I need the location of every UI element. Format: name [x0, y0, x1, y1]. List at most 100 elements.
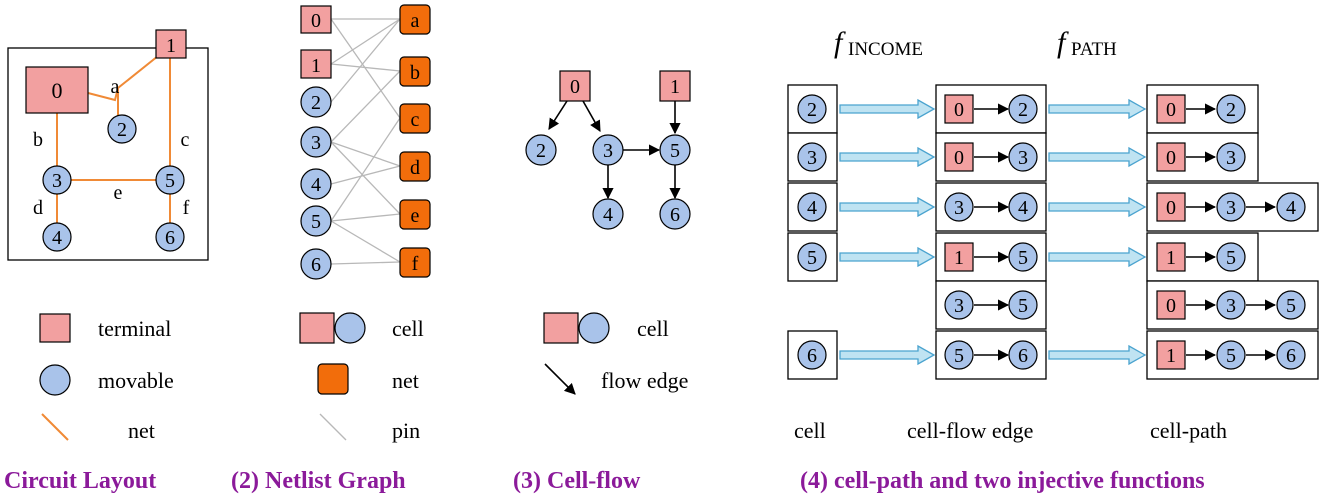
node-label: 1: [166, 35, 176, 57]
movable-node: [797, 242, 827, 272]
node-label: 2: [536, 140, 546, 162]
terminal-node: [1156, 192, 1186, 222]
terminal-node: [1156, 340, 1186, 370]
flow-node-1: [659, 70, 691, 102]
movable-node: [797, 192, 827, 222]
net-node-c: [399, 103, 431, 134]
cell-label: 3: [311, 132, 321, 154]
net-node-f: [399, 247, 431, 278]
net-label-c: c: [181, 129, 190, 151]
legend-pin-label: pin: [392, 418, 420, 443]
movable-node: [797, 142, 827, 172]
movable-node: [797, 94, 827, 124]
node-label: 0: [1166, 147, 1176, 169]
pin-edges: [330, 18, 401, 265]
terminal-node: [1156, 290, 1186, 320]
legend-cell-terminal-icon: [543, 312, 579, 344]
net-label-b: b: [33, 129, 43, 151]
node-label: 3: [807, 147, 817, 169]
cell-node-5: [300, 205, 332, 237]
node-label: 4: [1018, 197, 1028, 219]
mapping-arrow: [839, 146, 936, 168]
node-label: 5: [1286, 295, 1296, 317]
legend-pin-icon: [319, 413, 347, 441]
cell-node-2: [300, 86, 332, 118]
legend-flow-edge-icon: [544, 363, 576, 395]
node-label: 3: [52, 170, 62, 192]
mapping-arrow: [839, 246, 936, 268]
mapping-arrow: [839, 196, 936, 218]
movable-node: [1008, 290, 1038, 320]
node-label: 3: [1226, 295, 1236, 317]
movable-node: [944, 290, 974, 320]
movable-node: [1008, 142, 1038, 172]
flow-node-2: [525, 134, 557, 166]
terminal-node-1: [155, 29, 187, 59]
label-cell-flow-edge: cell-flow edge: [907, 418, 1033, 443]
node-label: 3: [603, 140, 613, 162]
caption-circuit-layout: Circuit Layout: [4, 468, 156, 494]
legend-movable-icon: [39, 364, 71, 396]
node-label: 5: [807, 247, 817, 269]
node-label: 3: [1226, 147, 1236, 169]
movable-node: [1216, 94, 1246, 124]
net-a-wire: [87, 43, 174, 102]
movable-node-3: [42, 165, 72, 195]
func-income-subscript: INCOME: [848, 39, 923, 60]
node-label: 3: [1018, 147, 1028, 169]
node-label: 6: [1018, 345, 1028, 367]
flow-node-3: [592, 134, 624, 166]
node-label: 5: [1226, 345, 1236, 367]
node-label: 4: [603, 204, 613, 226]
label-cell-path: cell-path: [1150, 418, 1227, 443]
node-label: 0: [1166, 295, 1176, 317]
node-label: 2: [1226, 99, 1236, 121]
node-label: 6: [670, 204, 680, 226]
legend-cell-label: cell: [392, 316, 424, 341]
terminal-node: [944, 142, 974, 172]
movable-node-5: [155, 165, 185, 195]
cell-label: 6: [311, 254, 321, 276]
movable-node: [1216, 192, 1246, 222]
net-label-e: e: [114, 182, 123, 204]
flow-edge-0-3: [582, 100, 601, 132]
cell-node-0: [300, 5, 332, 34]
node-label: 0: [570, 76, 580, 98]
mapping-arrow: [839, 344, 936, 366]
node-label: 0: [1166, 197, 1176, 219]
legend-net-icon: [41, 413, 69, 441]
net-label-f: f: [183, 197, 190, 219]
node-label: 4: [807, 197, 817, 219]
movable-node: [1276, 290, 1306, 320]
net-node-d: [399, 151, 431, 182]
node-label: 6: [165, 227, 175, 249]
cell-label: 0: [311, 10, 321, 32]
flow-edge-0-2: [548, 100, 568, 130]
node-label: 0: [954, 147, 964, 169]
node-label: 1: [670, 76, 680, 98]
legend-cell-movable-icon: [578, 312, 610, 344]
flow-node-5: [659, 134, 691, 166]
node-label: 6: [807, 345, 817, 367]
cell-node-4: [300, 168, 332, 200]
net-label: b: [410, 62, 420, 84]
movable-node: [1216, 290, 1246, 320]
cell-node-6: [300, 248, 332, 280]
movable-node: [1216, 340, 1246, 370]
panel-circuit-layout: 0 1 2 3 4 5 6 a b c d e f terminal movab…: [4, 29, 209, 494]
movable-node: [1276, 340, 1306, 370]
node-label: 2: [807, 99, 817, 121]
cell-node-1: [300, 49, 332, 79]
mapping-arrow: [1048, 98, 1147, 120]
movable-node-4: [42, 222, 72, 252]
mapping-arrow: [1048, 344, 1147, 366]
cell-label: 4: [311, 174, 321, 196]
movable-node: [1216, 142, 1246, 172]
func-path-subscript: PATH: [1071, 39, 1117, 60]
caption-netlist-graph: (2) Netlist Graph: [231, 468, 406, 494]
net-label: d: [410, 157, 420, 179]
movable-node-6: [155, 222, 185, 252]
